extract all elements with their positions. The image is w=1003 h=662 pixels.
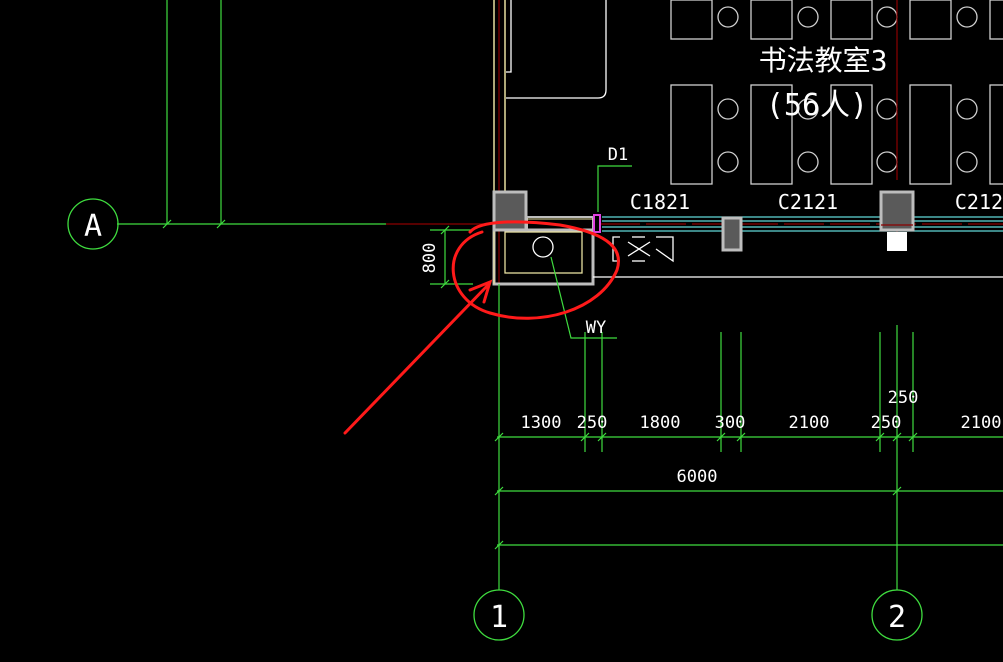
columns [492, 190, 915, 252]
dimension-tick [875, 432, 885, 442]
window-lines [602, 216, 1003, 232]
desk [909, 0, 952, 40]
stool [717, 98, 739, 120]
dim-250-b: 250 [871, 413, 902, 433]
door-marker [593, 214, 601, 233]
desk [670, 0, 713, 40]
room-outline [506, 0, 607, 99]
markup-annotation [343, 220, 620, 435]
desk [989, 0, 1003, 40]
markup-arrow-head [468, 279, 493, 304]
dimension-tick [494, 486, 504, 496]
column-grid-2 [879, 190, 915, 232]
pit-label: WY [586, 318, 606, 338]
stool [717, 151, 739, 173]
door-label: D1 [608, 145, 628, 165]
drain-circle-icon [532, 236, 554, 258]
window-label-c2121-right: C2121 [955, 190, 1003, 214]
grid-label-2: 2 [888, 600, 906, 635]
classroom-furniture [670, 0, 1003, 185]
dim-2100-a: 2100 [789, 413, 830, 433]
axis-lines [386, 0, 1003, 284]
stool [956, 98, 978, 120]
stool [956, 151, 978, 173]
dim-300: 300 [715, 413, 746, 433]
grid-bubble-1 [473, 589, 525, 641]
window-label-c2121: C2121 [778, 190, 838, 214]
grid-label-1: 1 [490, 600, 508, 635]
dim-6000: 6000 [677, 467, 718, 487]
dimension-tick [716, 432, 726, 442]
desk [830, 84, 873, 185]
desk [750, 84, 793, 185]
grid-label-a: A [84, 209, 102, 244]
dim-800: 800 [420, 243, 440, 274]
dimension-tick [580, 432, 590, 442]
room-capacity: (56人) [766, 88, 868, 123]
dimension-lines [117, 0, 1003, 590]
dimension-tick [162, 219, 172, 229]
stool [956, 6, 978, 28]
dimension-tick [440, 279, 450, 289]
dim-1800: 1800 [640, 413, 681, 433]
grid-bubble-2 [871, 589, 923, 641]
dim-250-a: 250 [577, 413, 608, 433]
dimension-tick [494, 432, 504, 442]
dimension-tick [908, 432, 918, 442]
desk [909, 84, 952, 185]
column-base [887, 232, 907, 251]
column-corner [492, 190, 528, 232]
door-symbol [612, 236, 674, 263]
dim-1300: 1300 [521, 413, 562, 433]
window-label-c1821: C1821 [630, 190, 690, 214]
dimension-tick [736, 432, 746, 442]
stool [876, 151, 898, 173]
stool [876, 98, 898, 120]
stool [717, 6, 739, 28]
desk [830, 0, 873, 40]
grid-bubble-a [67, 198, 119, 250]
dimension-tick [892, 486, 902, 496]
dimension-tick [892, 432, 902, 442]
stool [797, 98, 819, 120]
dim-250-raised: 250 [888, 388, 919, 408]
dimension-tick [597, 432, 607, 442]
dimension-tick [216, 219, 226, 229]
desk [750, 0, 793, 40]
desk [989, 84, 1003, 185]
stool [797, 151, 819, 173]
dimension-tick [494, 540, 504, 550]
markup-circle [451, 220, 620, 320]
markup-arrow-shaft [343, 283, 490, 435]
dimension-tick [440, 225, 450, 235]
room-name: 书法教室3 [759, 44, 888, 77]
stool [876, 6, 898, 28]
desk [670, 84, 713, 185]
dim-2100-b: 2100 [961, 413, 1002, 433]
stool [797, 6, 819, 28]
column-small [721, 216, 743, 252]
walls [492, 0, 1003, 286]
